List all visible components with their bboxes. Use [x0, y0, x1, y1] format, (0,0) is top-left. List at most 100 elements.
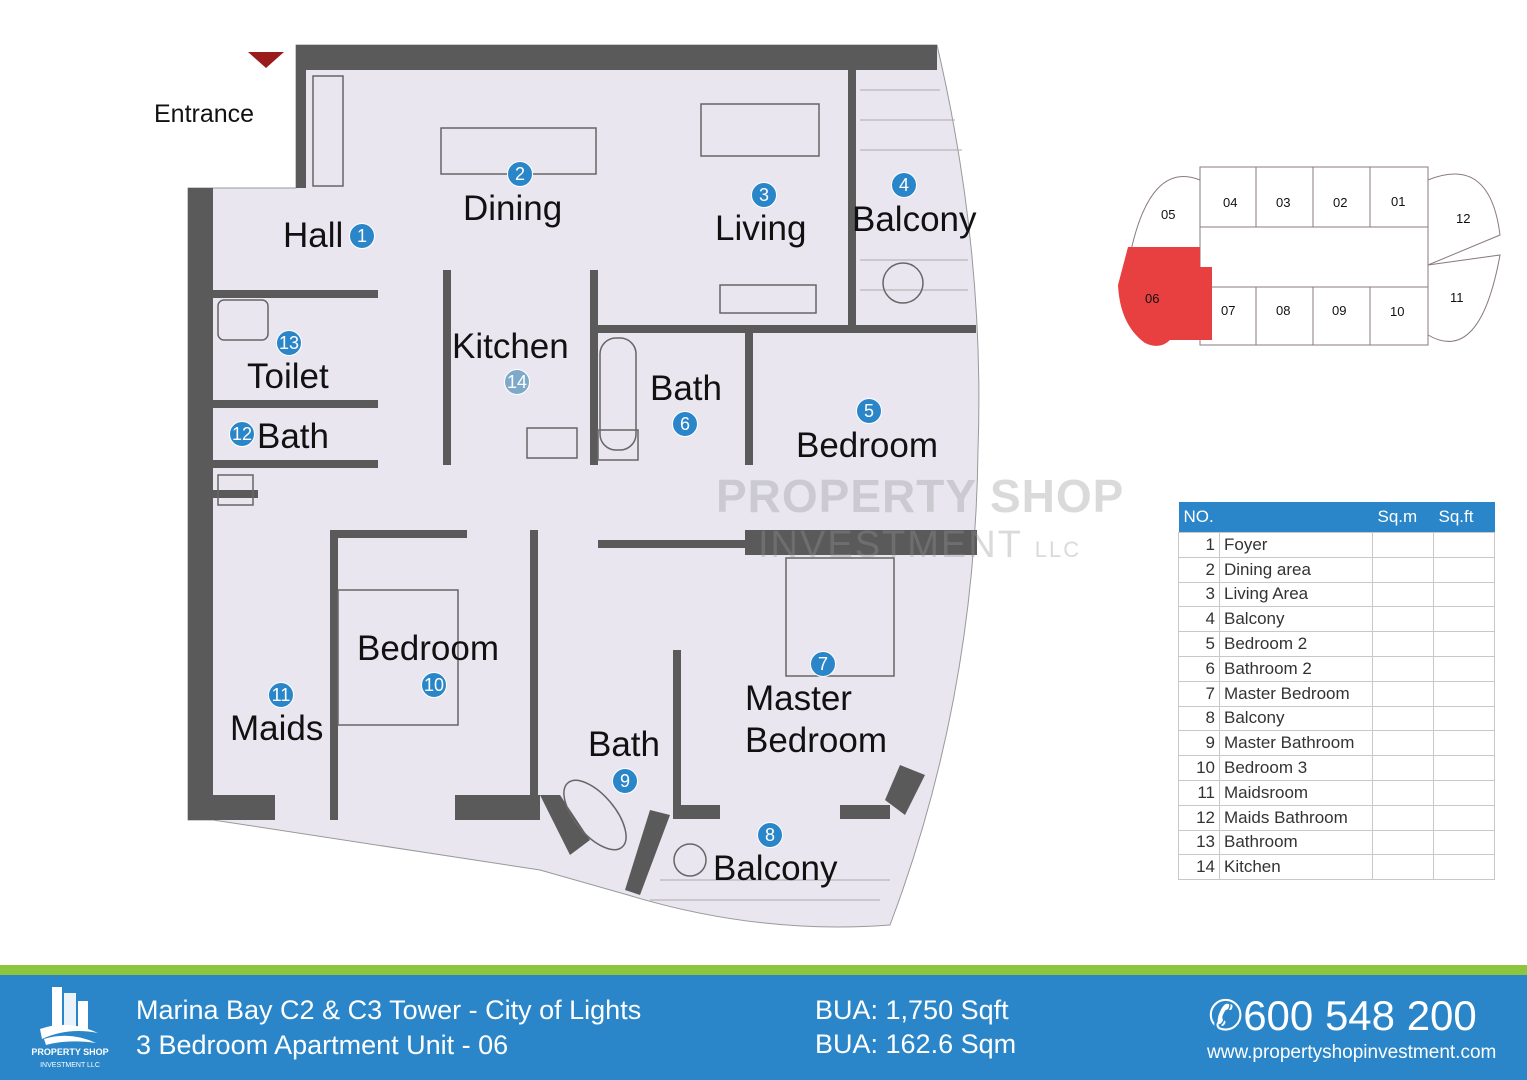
- entrance-arrow-icon: [248, 52, 284, 68]
- row-sqm: [1372, 655, 1434, 682]
- row-sqft: [1433, 829, 1495, 856]
- unit-09: 09: [1332, 303, 1347, 318]
- project-name: Marina Bay C2 & C3 Tower - City of Light…: [136, 995, 642, 1025]
- row-number: 4: [1178, 606, 1220, 633]
- phone-icon: ✆: [1208, 992, 1244, 1039]
- row-room-name: Balcony: [1219, 705, 1373, 732]
- unit-11: 11: [1450, 290, 1464, 305]
- row-room-name: Living Area: [1219, 581, 1373, 608]
- room-label-kitchen: Kitchen: [452, 327, 569, 366]
- room-label-balcony-2: Balcony: [713, 849, 838, 888]
- phone-number[interactable]: ✆600 548 200: [1208, 993, 1477, 1039]
- table-row: 9 Master Bathroom: [1178, 730, 1495, 757]
- room-label-balcony: Balcony: [852, 200, 977, 239]
- header-no: NO.: [1178, 502, 1373, 533]
- phone-text: 600 548 200: [1243, 992, 1477, 1039]
- header-sqft: Sq.ft: [1433, 502, 1495, 533]
- row-sqm: [1372, 755, 1434, 781]
- room-label-hall: Hall: [283, 216, 344, 255]
- header-sqm: Sq.m: [1372, 502, 1434, 533]
- table-row: 14 Kitchen: [1178, 854, 1495, 881]
- unit-06-highlight: [1118, 247, 1212, 346]
- unit-07: 07: [1221, 303, 1236, 318]
- table-row: 5 Bedroom 2: [1178, 631, 1495, 657]
- website-link[interactable]: www.propertyshopinvestment.com: [1207, 1042, 1497, 1063]
- row-sqft: [1433, 705, 1495, 732]
- furniture: [217, 75, 924, 877]
- room-label-bedroom: Bedroom: [796, 426, 939, 465]
- footer-accent-bar: [0, 965, 1527, 975]
- room-label-maids-bath: Bath: [257, 417, 329, 456]
- room-badge: 11: [268, 682, 294, 708]
- room-label-toilet: Toilet: [247, 357, 329, 396]
- row-room-name: Bedroom 3: [1219, 755, 1373, 781]
- row-number: 2: [1178, 556, 1220, 583]
- row-sqft: [1433, 804, 1495, 831]
- table-row: 7 Master Bedroom: [1178, 680, 1495, 707]
- row-room-name: Dining area: [1219, 556, 1373, 583]
- table-row: 8 Balcony: [1178, 705, 1495, 732]
- row-room-name: Maids Bathroom: [1219, 804, 1373, 831]
- row-sqm: [1372, 730, 1434, 757]
- key-plan-drawing: [1118, 166, 1501, 346]
- balcony-hatching: [650, 89, 968, 901]
- row-sqm: [1372, 779, 1434, 806]
- unit-10: 10: [1390, 304, 1405, 319]
- table-row: 13 Bathroom: [1178, 829, 1495, 856]
- unit-02: 02: [1333, 195, 1348, 210]
- apartment-floor: [187, 44, 980, 928]
- row-sqft: [1433, 606, 1495, 633]
- row-sqm: [1372, 829, 1434, 856]
- table-row: 3 Living Area: [1178, 581, 1495, 608]
- row-number: 14: [1178, 854, 1220, 881]
- watermark-subtitle: INVESTMENT LLC: [758, 524, 1081, 571]
- table-row: 10 Bedroom 3: [1178, 755, 1495, 781]
- row-number: 6: [1178, 655, 1220, 682]
- table-row: 4 Balcony: [1178, 606, 1495, 633]
- row-sqm: [1372, 705, 1434, 732]
- room-label-master-bedroom: Bedroom: [745, 721, 888, 760]
- table-row: 6 Bathroom 2: [1178, 655, 1495, 682]
- room-badge: 12: [229, 421, 255, 447]
- room-badge: 9: [612, 768, 638, 794]
- row-sqft: [1433, 581, 1495, 608]
- room-label-dining: Dining: [463, 189, 563, 228]
- room-label-living: Living: [715, 209, 807, 248]
- building-key-plan: 05 04 03 02 01 12 06 07 08 09 10 11: [1110, 155, 1520, 360]
- logo-subtext: INVESTMENT LLC: [40, 1062, 100, 1069]
- logo-text: PROPERTY SHOP: [31, 1047, 109, 1057]
- room-badge: 14: [504, 369, 530, 395]
- row-sqft: [1433, 680, 1495, 707]
- footer: PROPERTY SHOP INVESTMENT LLC Marina Bay …: [0, 975, 1527, 1080]
- row-room-name: Bathroom: [1219, 829, 1373, 856]
- watermark-title: PROPERTY SHOP: [716, 470, 1125, 522]
- entrance-label: Entrance: [154, 100, 255, 128]
- room-badge: 13: [276, 330, 302, 356]
- row-sqft: [1433, 655, 1495, 682]
- room-label-bath: Bath: [650, 369, 722, 408]
- unit-05: 05: [1161, 207, 1176, 222]
- unit-08: 08: [1276, 303, 1291, 318]
- row-sqft: [1433, 779, 1495, 806]
- room-label-maids: Maids: [230, 709, 324, 748]
- watermark-line2: INVESTMENT: [758, 524, 1023, 566]
- row-sqm: [1372, 556, 1434, 583]
- room-badge: 3: [751, 182, 777, 208]
- row-sqm: [1372, 631, 1434, 657]
- row-room-name: Foyer: [1219, 532, 1373, 558]
- room-badge: 2: [507, 161, 533, 187]
- row-sqft: [1433, 556, 1495, 583]
- room-badge: 5: [856, 398, 882, 424]
- row-room-name: Master Bedroom: [1219, 680, 1373, 707]
- unit-06: 06: [1145, 291, 1160, 306]
- row-sqft: [1433, 532, 1495, 558]
- area-table: NO. Sq.m Sq.ft 1 Foyer 2 Dining area 3 L…: [1178, 502, 1495, 881]
- row-number: 5: [1178, 631, 1220, 657]
- row-number: 7: [1178, 680, 1220, 707]
- row-number: 10: [1178, 755, 1220, 781]
- unit-03: 03: [1276, 195, 1291, 210]
- walls: [188, 45, 977, 895]
- room-badge: 7: [810, 651, 836, 677]
- table-row: 11 Maidsroom: [1178, 779, 1495, 806]
- room-label-bedroom-3: Bedroom: [357, 629, 500, 668]
